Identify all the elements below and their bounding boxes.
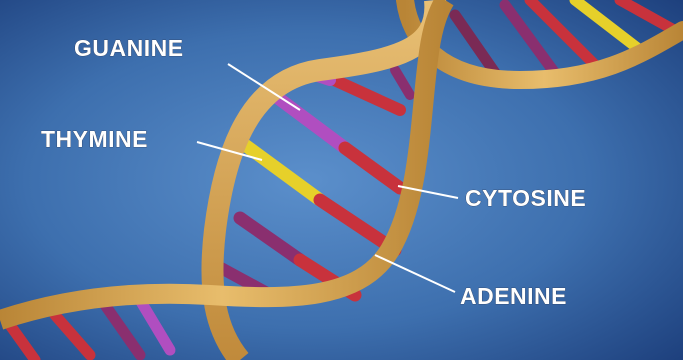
label-adenine: ADENINE [460,283,567,309]
label-cytosine: CYTOSINE [465,185,586,211]
label-guanine: GUANINE [74,35,184,61]
label-thymine: THYMINE [41,126,148,152]
